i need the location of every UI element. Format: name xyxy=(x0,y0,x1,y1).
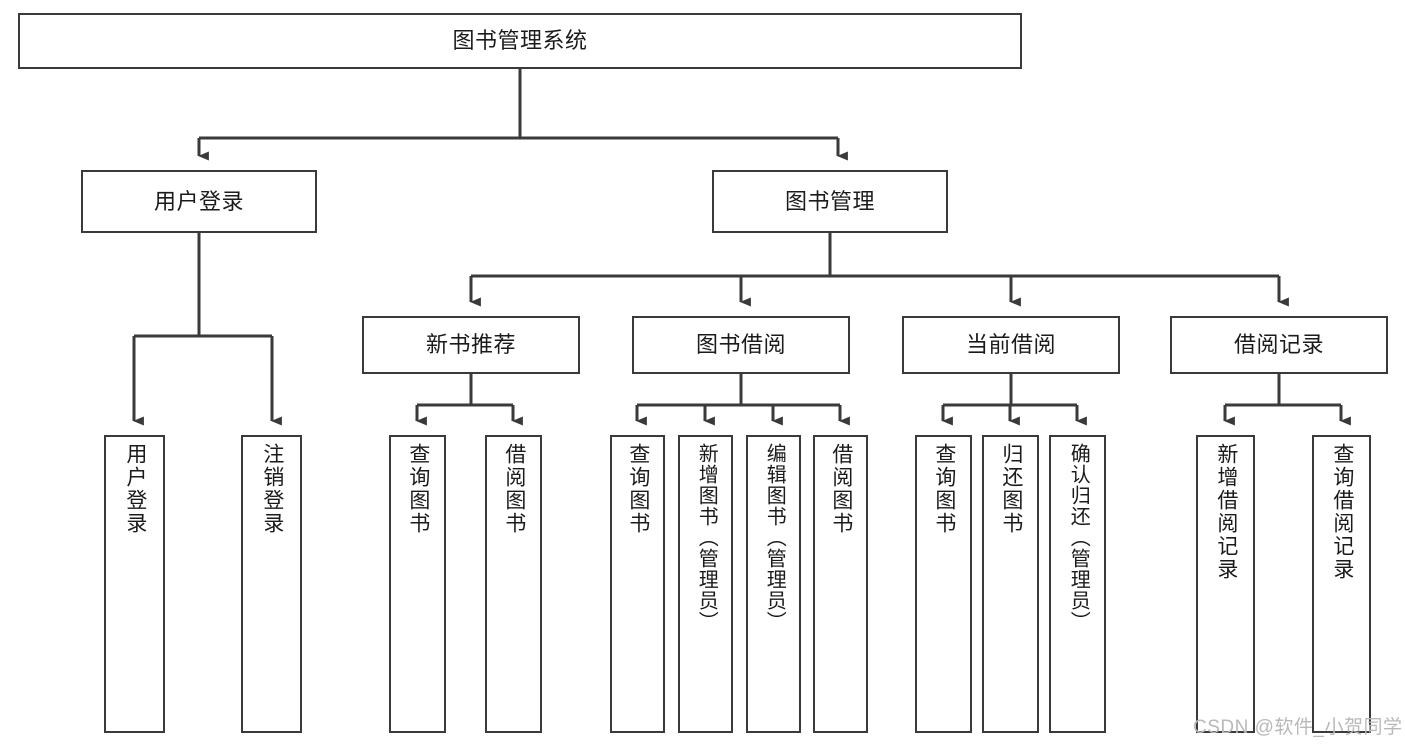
node-leaf-query-book-borrow[interactable]: 查询图书 xyxy=(610,435,665,733)
node-leaf-add-borrow-record-label: 新增借阅记录 xyxy=(1214,443,1238,581)
node-current-borrow[interactable]: 当前借阅 xyxy=(902,316,1120,374)
node-book-manage[interactable]: 图书管理 xyxy=(712,170,948,233)
node-new-book-recommend[interactable]: 新书推荐 xyxy=(362,316,580,374)
node-leaf-borrow-book-recommend[interactable]: 借阅图书 xyxy=(485,435,542,733)
node-user-login[interactable]: 用户登录 xyxy=(81,170,317,233)
node-leaf-borrow-book-recommend-label: 借阅图书 xyxy=(502,443,526,535)
node-leaf-edit-book-label: 编辑图书（管理员） xyxy=(763,443,786,632)
node-leaf-confirm-return[interactable]: 确认归还（管理员） xyxy=(1049,435,1106,733)
node-new-book-recommend-label: 新书推荐 xyxy=(425,332,516,358)
node-borrow-record-label: 借阅记录 xyxy=(1233,332,1324,358)
node-user-login-label: 用户登录 xyxy=(153,188,244,214)
node-root[interactable]: 图书管理系统 xyxy=(18,13,1022,69)
node-book-manage-label: 图书管理 xyxy=(784,188,875,214)
node-current-borrow-label: 当前借阅 xyxy=(965,332,1056,358)
node-leaf-add-borrow-record[interactable]: 新增借阅记录 xyxy=(1196,435,1255,733)
node-leaf-query-borrow-record[interactable]: 查询借阅记录 xyxy=(1312,435,1371,733)
node-leaf-user-login[interactable]: 用户登录 xyxy=(104,435,165,733)
node-leaf-add-book[interactable]: 新增图书（管理员） xyxy=(678,435,733,733)
node-book-borrow-label: 图书借阅 xyxy=(695,332,786,358)
node-leaf-user-logout-label: 注销登录 xyxy=(260,443,284,535)
node-leaf-borrow-book[interactable]: 借阅图书 xyxy=(813,435,868,733)
node-leaf-query-book-recommend-label: 查询图书 xyxy=(406,443,430,535)
node-leaf-confirm-return-label: 确认归还（管理员） xyxy=(1067,443,1090,632)
node-leaf-query-book-current-label: 查询图书 xyxy=(932,443,956,535)
node-leaf-user-login-label: 用户登录 xyxy=(123,443,147,535)
node-leaf-query-book-current[interactable]: 查询图书 xyxy=(915,435,972,733)
node-leaf-edit-book[interactable]: 编辑图书（管理员） xyxy=(746,435,801,733)
node-leaf-add-book-label: 新增图书（管理员） xyxy=(695,443,718,632)
node-leaf-user-logout[interactable]: 注销登录 xyxy=(241,435,302,733)
node-leaf-return-book[interactable]: 归还图书 xyxy=(982,435,1039,733)
node-leaf-borrow-book-label: 借阅图书 xyxy=(829,443,853,535)
node-leaf-query-book-recommend[interactable]: 查询图书 xyxy=(389,435,446,733)
node-book-borrow[interactable]: 图书借阅 xyxy=(632,316,850,374)
node-leaf-query-borrow-record-label: 查询借阅记录 xyxy=(1330,443,1354,581)
node-leaf-return-book-label: 归还图书 xyxy=(999,443,1023,535)
node-leaf-query-book-borrow-label: 查询图书 xyxy=(626,443,650,535)
node-borrow-record[interactable]: 借阅记录 xyxy=(1170,316,1388,374)
node-root-label: 图书管理系统 xyxy=(452,28,588,54)
